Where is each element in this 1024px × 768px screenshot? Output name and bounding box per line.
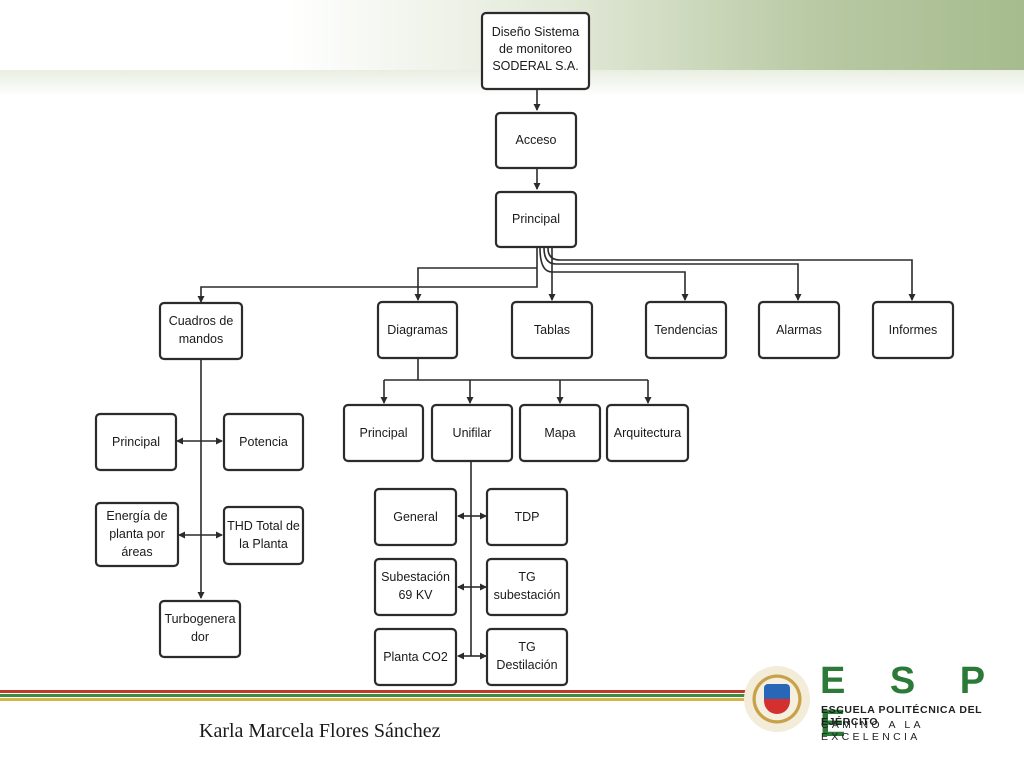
- svg-text:Principal: Principal: [360, 426, 408, 440]
- edge-principal-diagramas: [414, 267, 537, 301]
- svg-text:Informes: Informes: [889, 323, 938, 337]
- seal-shield-icon: [764, 684, 790, 714]
- node-informes: Informes: [871, 300, 955, 360]
- svg-text:Alarmas: Alarmas: [776, 323, 822, 337]
- institution-motto: CAMINO A LA EXCELENCIA: [821, 719, 924, 743]
- node-tdp: TDP: [485, 487, 569, 547]
- node-cm-principal: Principal: [94, 412, 178, 472]
- svg-text:Principal: Principal: [112, 435, 160, 449]
- espe-seal-icon: [744, 666, 810, 732]
- edge-principal-alarmas: [543, 247, 802, 301]
- stripe-green: [0, 694, 750, 697]
- svg-text:Mapa: Mapa: [544, 426, 575, 440]
- node-planta-co2: Planta CO2: [373, 627, 458, 687]
- node-mapa: Mapa: [518, 403, 602, 463]
- node-tendencias: Tendencias: [644, 300, 728, 360]
- svg-text:Unifilar: Unifilar: [453, 426, 492, 440]
- svg-text:Planta CO2: Planta CO2: [383, 650, 448, 664]
- edge-diagramas-children: [384, 358, 648, 381]
- stripe-gold: [0, 698, 750, 701]
- svg-text:Arquitectura: Arquitectura: [614, 426, 681, 440]
- node-acceso: Acceso: [494, 111, 578, 170]
- svg-text:Tendencias: Tendencias: [654, 323, 717, 337]
- node-unifilar: Unifilar: [430, 403, 514, 463]
- svg-text:TDP: TDP: [515, 510, 540, 524]
- node-potencia: Potencia: [222, 412, 305, 472]
- edge-principal-cuadros: [197, 248, 538, 303]
- node-diag-principal: Principal: [342, 403, 425, 463]
- node-general: General: [373, 487, 458, 547]
- espe-logo-letters: E S P E: [820, 660, 1002, 745]
- footer-stripes: [0, 690, 750, 702]
- node-alarmas: Alarmas: [757, 300, 841, 360]
- diagram-edges: [176, 90, 916, 660]
- edge-principal-tendencias: [539, 247, 689, 301]
- svg-text:Tablas: Tablas: [534, 323, 570, 337]
- edge-principal-informes: [547, 247, 916, 301]
- node-tablas: Tablas: [510, 300, 594, 360]
- svg-text:Acceso: Acceso: [516, 133, 557, 147]
- node-arquitectura: Arquitectura: [605, 403, 690, 463]
- stripe-red: [0, 690, 750, 693]
- svg-text:Potencia: Potencia: [239, 435, 288, 449]
- author-name: Karla Marcela Flores Sánchez: [199, 720, 441, 742]
- svg-text:General: General: [393, 510, 437, 524]
- node-diagramas: Diagramas: [376, 300, 459, 360]
- svg-text:Diagramas: Diagramas: [387, 323, 447, 337]
- node-principal: Principal: [494, 190, 578, 249]
- institution-name: ESCUELA POLITÉCNICA DEL EJÉRCITO: [821, 704, 983, 728]
- svg-text:Principal: Principal: [512, 212, 560, 226]
